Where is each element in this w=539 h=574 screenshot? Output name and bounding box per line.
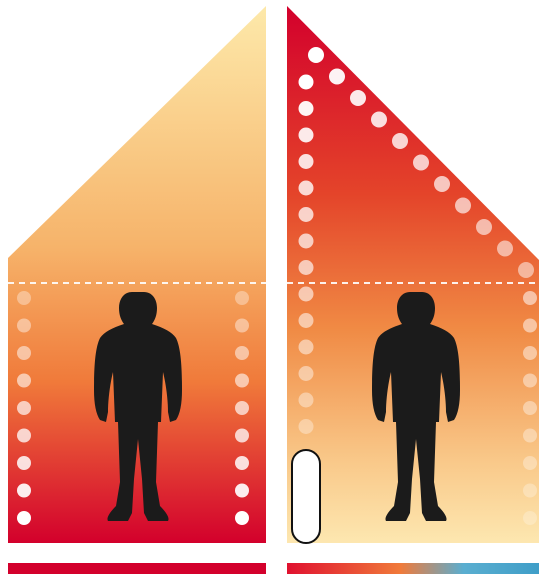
- heat-dot-icon: [523, 429, 537, 443]
- right-house-panel: [287, 6, 539, 543]
- heat-dot-icon: [17, 511, 31, 525]
- heat-dot-icon: [235, 456, 249, 470]
- heat-dot-icon: [299, 419, 314, 434]
- heat-dot-icon: [299, 181, 314, 196]
- heat-dot-icon: [476, 219, 492, 235]
- heat-dot-icon: [350, 90, 366, 106]
- heat-dot-icon: [299, 366, 314, 381]
- heat-dot-icon: [518, 262, 534, 278]
- heat-dot-icon: [17, 346, 31, 360]
- heat-dot-icon: [17, 291, 31, 305]
- heat-dot-icon: [523, 319, 537, 333]
- left-dots-left-column: [17, 291, 31, 525]
- heat-dot-icon: [299, 287, 314, 302]
- left-floor-bar: [8, 563, 266, 574]
- heat-dot-icon: [455, 198, 471, 214]
- heat-dot-icon: [413, 155, 429, 171]
- heat-dot-icon: [299, 340, 314, 355]
- heat-dot-icon: [17, 319, 31, 333]
- heat-dot-icon: [17, 401, 31, 415]
- heat-dot-icon: [235, 319, 249, 333]
- center-divider: [266, 0, 287, 574]
- heat-dot-icon: [299, 313, 314, 328]
- heat-dot-icon: [371, 112, 387, 128]
- heat-dot-icon: [17, 484, 31, 498]
- heat-dot-icon: [523, 401, 537, 415]
- radiator-icon: [292, 450, 320, 543]
- heat-dot-icon: [308, 47, 324, 63]
- heat-dot-icon: [235, 374, 249, 388]
- heat-dot-icon: [523, 291, 537, 305]
- heat-dot-icon: [235, 346, 249, 360]
- left-dots-right-column: [235, 291, 249, 525]
- heat-dot-icon: [523, 511, 537, 525]
- heat-dot-icon: [299, 128, 314, 143]
- left-house-shape: [8, 6, 266, 543]
- heat-dot-icon: [523, 456, 537, 470]
- heat-dot-icon: [299, 101, 314, 116]
- heat-dot-icon: [235, 401, 249, 415]
- heat-dot-icon: [235, 429, 249, 443]
- heat-dot-icon: [392, 133, 408, 149]
- heat-dot-icon: [235, 511, 249, 525]
- heat-dot-icon: [434, 176, 450, 192]
- right-floor-bar: [287, 563, 539, 574]
- heat-dot-icon: [299, 207, 314, 222]
- heat-dot-icon: [17, 456, 31, 470]
- heat-dot-icon: [299, 234, 314, 249]
- heat-dot-icon: [299, 393, 314, 408]
- left-house-panel: [8, 6, 266, 543]
- heat-dot-icon: [299, 75, 314, 90]
- heat-dot-icon: [17, 374, 31, 388]
- heat-dot-icon: [235, 291, 249, 305]
- right-dots-right-column: [523, 291, 537, 525]
- heat-dot-icon: [299, 154, 314, 169]
- heat-dot-icon: [523, 484, 537, 498]
- heat-dot-icon: [17, 429, 31, 443]
- heat-dot-icon: [235, 484, 249, 498]
- heat-dot-icon: [299, 260, 314, 275]
- heat-dot-icon: [523, 346, 537, 360]
- heat-dot-icon: [523, 374, 537, 388]
- heat-dot-icon: [329, 69, 345, 85]
- heat-dot-icon: [497, 241, 513, 257]
